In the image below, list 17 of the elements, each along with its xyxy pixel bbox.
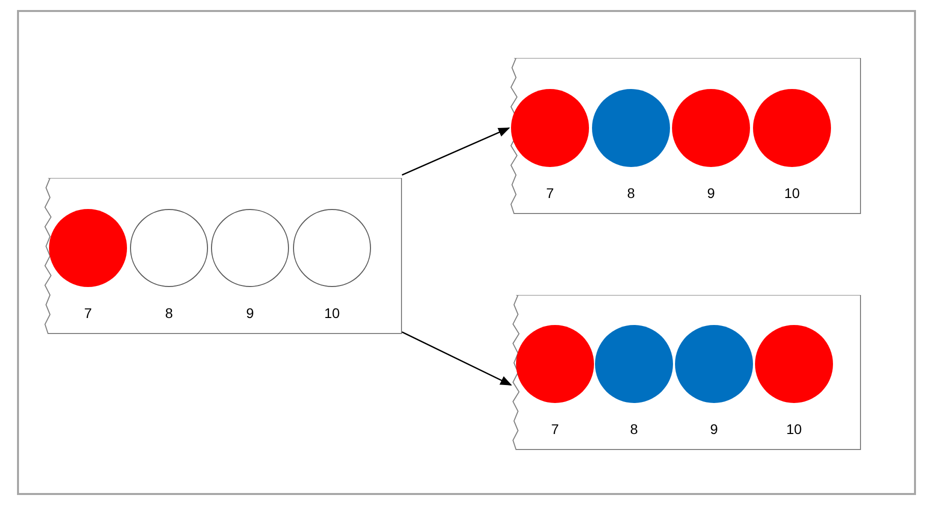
arrow: [402, 127, 510, 176]
number-label: 8: [164, 306, 174, 320]
paper-strip: [44, 178, 402, 334]
arrow: [402, 331, 512, 386]
number-label: 8: [626, 186, 636, 200]
paper-strip: [512, 295, 861, 450]
number-label: 10: [783, 186, 801, 200]
number-label: 10: [785, 422, 803, 436]
number-label: 7: [550, 422, 560, 436]
paper-strip: [510, 58, 861, 214]
number-label: 7: [83, 306, 93, 320]
number-label: 8: [629, 422, 639, 436]
number-label: 9: [245, 306, 255, 320]
number-label: 7: [545, 186, 555, 200]
number-label: 9: [706, 186, 716, 200]
number-label: 10: [323, 306, 341, 320]
number-label: 9: [709, 422, 719, 436]
